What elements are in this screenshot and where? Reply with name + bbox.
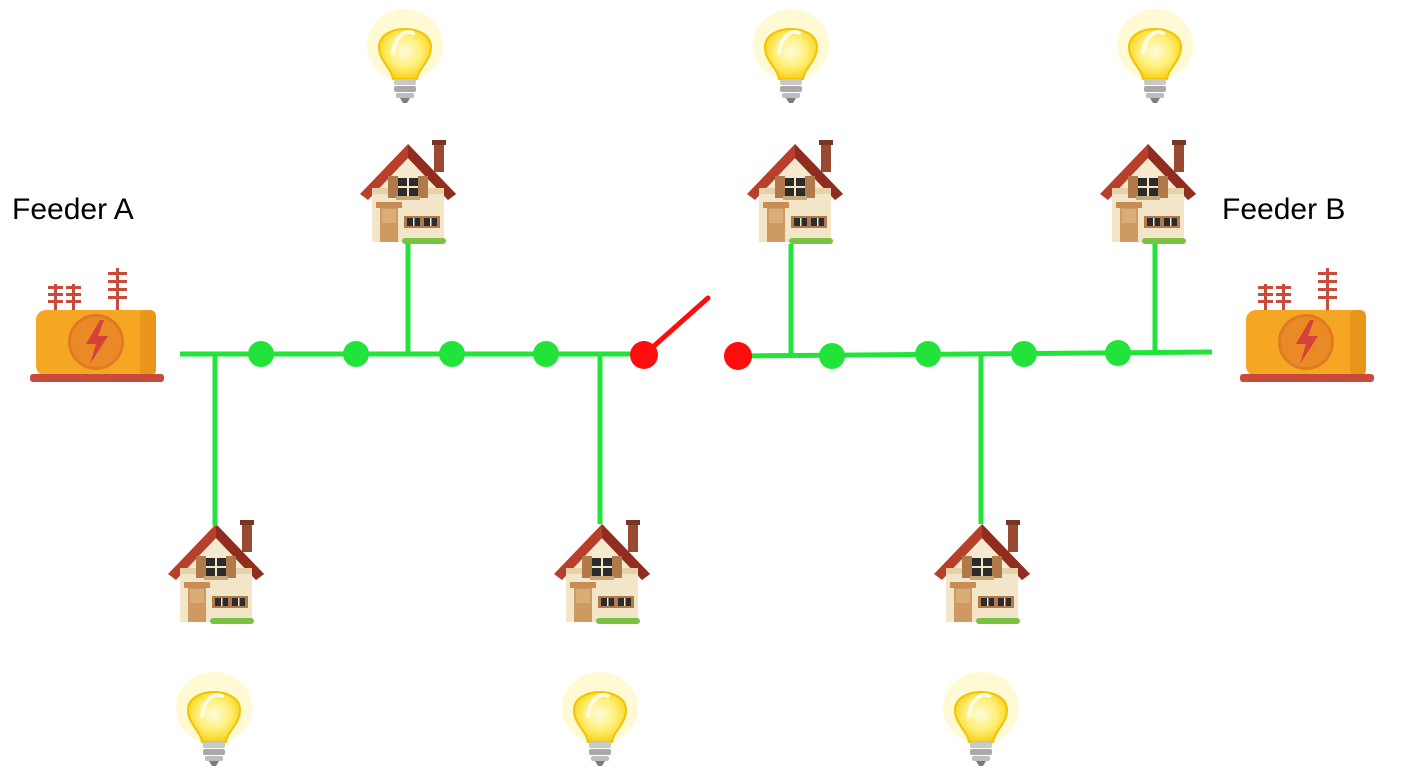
- house-icon: [554, 520, 650, 624]
- feeder-b-transformer-icon: [1240, 268, 1374, 382]
- switch-contact-b: [724, 342, 752, 370]
- light-bulb-icon: [1115, 7, 1195, 105]
- house-icon: [934, 520, 1030, 624]
- light-bulb-icon: [365, 7, 445, 105]
- switch-blade: [642, 295, 711, 357]
- feeder-a-line: [180, 244, 642, 526]
- house-icon: [360, 140, 456, 244]
- switch-contact-a: [630, 341, 658, 369]
- feeder-a-label: Feeder A: [12, 193, 134, 226]
- line-node: [343, 341, 369, 367]
- feeder-b-label: Feeder B: [1222, 193, 1346, 226]
- feeder-a-nodes: [248, 341, 559, 367]
- light-bulb-icon: [560, 670, 640, 768]
- feeder-b-line: [737, 244, 1213, 524]
- light-bulb-icon: [174, 670, 254, 768]
- house-icon: [747, 140, 843, 244]
- light-bulb-icon: [941, 670, 1021, 768]
- line-node: [439, 341, 465, 367]
- line-node: [819, 343, 845, 369]
- line-node: [533, 341, 559, 367]
- line-node: [248, 341, 274, 367]
- line-node: [1011, 341, 1037, 367]
- house-icon: [168, 520, 264, 624]
- open-tie-switch: [630, 295, 752, 370]
- feeder-b-nodes: [819, 340, 1131, 369]
- line-node: [1105, 340, 1131, 366]
- light-bulb-icon: [751, 7, 831, 105]
- house-icon: [1100, 140, 1196, 244]
- line-node: [915, 341, 941, 367]
- feeder-a-transformer-icon: [30, 268, 164, 382]
